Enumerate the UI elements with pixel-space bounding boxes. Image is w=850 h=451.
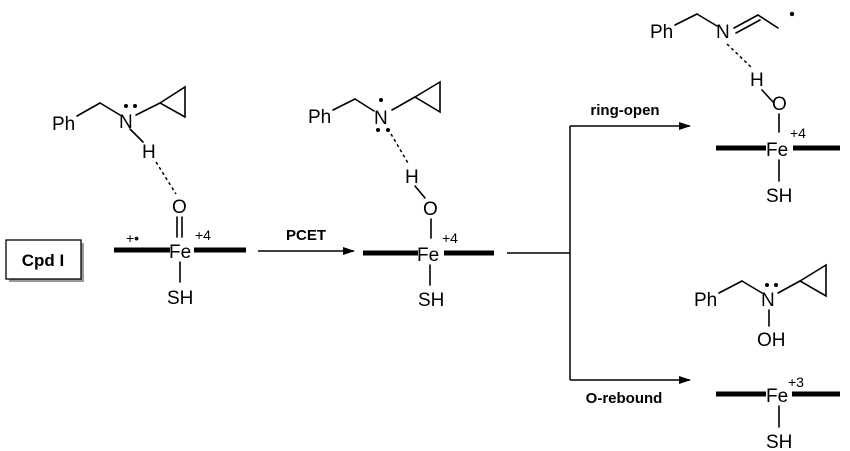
oxo-oxygen: O <box>172 197 187 218</box>
amine-nitrogen: N <box>761 290 775 311</box>
ferric-heme: +3 Fe SH <box>716 374 840 451</box>
aminyl-nitrogen: N <box>374 108 388 129</box>
lone-pair-dot <box>133 104 137 108</box>
radical-cation: +• <box>126 230 139 246</box>
hydroxo-oxygen: O <box>423 199 438 220</box>
thiolate-label: SH <box>167 288 193 309</box>
amine-nitrogen: N <box>119 112 133 133</box>
iron-label: Fe <box>766 140 788 161</box>
cpd-i-label: Cpd I <box>22 251 65 270</box>
pcet-arrow: PCET <box>258 227 355 255</box>
ring-open-label: ring-open <box>590 102 659 119</box>
lone-pair-dot <box>376 128 380 132</box>
phenyl-label: Ph <box>308 107 331 128</box>
phenyl-label: Ph <box>694 290 717 311</box>
hydrogen-label: H <box>405 167 419 188</box>
hydroxyl-label: OH <box>757 330 786 351</box>
hydrogen-label: H <box>142 142 156 163</box>
hydroxo-complex: Ph N H O +4 Fe SH <box>308 80 494 311</box>
pcet-label: PCET <box>286 227 326 244</box>
iron-label: Fe <box>169 242 191 263</box>
hydroxylamine-product: Ph N OH <box>694 263 827 351</box>
lone-pair-dot <box>124 104 128 108</box>
ring-opened-complex: Ph N H O +4 Fe SH <box>650 11 840 207</box>
branch-arrows: ring-open O-rebound <box>507 102 691 407</box>
lone-pair-dot <box>774 283 778 287</box>
fe-charge: +4 <box>790 125 806 141</box>
thiolate-label: SH <box>766 432 792 451</box>
fe-charge: +4 <box>442 230 458 246</box>
hydrogen-label: H <box>750 70 764 91</box>
cpd-i-complex: Ph N H O +4 Fe +• SH <box>52 85 246 309</box>
fe-charge: +4 <box>195 227 211 243</box>
lone-pair-dot <box>386 128 390 132</box>
iron-label: Fe <box>417 245 439 266</box>
cpd-i-box: Cpd I <box>5 239 84 282</box>
thiolate-label: SH <box>766 186 792 207</box>
o-rebound-label: O-rebound <box>586 390 663 407</box>
fe-charge: +3 <box>788 374 804 390</box>
hydroxo-oxygen: O <box>772 94 787 115</box>
iron-label: Fe <box>766 386 788 407</box>
thiolate-label: SH <box>418 290 444 311</box>
radical-dot <box>379 98 383 102</box>
phenyl-label: Ph <box>650 22 673 43</box>
lone-pair-dot <box>765 283 769 287</box>
radical-dot <box>789 11 795 17</box>
imine-nitrogen: N <box>716 22 730 43</box>
phenyl-label: Ph <box>52 114 75 135</box>
